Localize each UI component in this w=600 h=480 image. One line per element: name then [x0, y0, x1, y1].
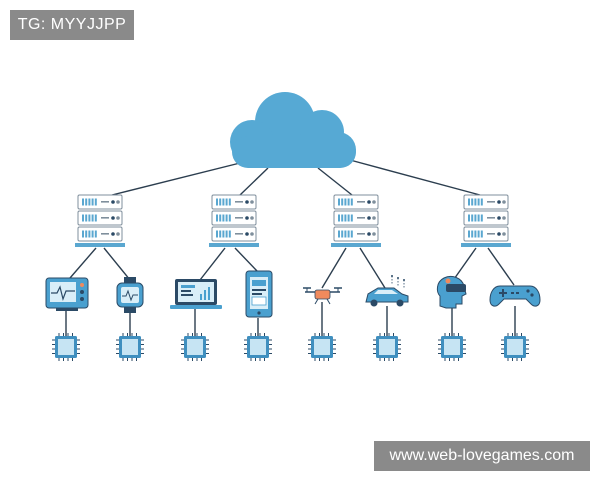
chip-icon: [244, 333, 272, 361]
server-icon: [461, 194, 511, 247]
car-icon: [365, 275, 409, 307]
gamepad-icon: [489, 285, 541, 307]
watermark-top: TG: MYYJJPP: [10, 10, 134, 40]
chip-icon: [181, 333, 209, 361]
vr-headset-icon: [436, 275, 467, 309]
chip-icon: [501, 333, 529, 361]
chip-icon: [116, 333, 144, 361]
cloud-icon: [230, 92, 356, 168]
laptop-icon: [170, 279, 222, 309]
chip-icon: [438, 333, 466, 361]
connection-lines: [65, 159, 516, 336]
watermark-bottom: www.web-lovegames.com: [374, 441, 590, 471]
drone-icon: [303, 287, 342, 305]
tablet-icon: [245, 270, 273, 318]
server-icon: [209, 194, 259, 247]
server-icon: [75, 194, 125, 247]
chip-icon: [373, 333, 401, 361]
chip-icon: [308, 333, 336, 361]
chip-icon: [52, 333, 80, 361]
smartwatch-icon: [116, 277, 144, 313]
server-icon: [331, 194, 381, 247]
medical-monitor-icon: [45, 277, 89, 311]
